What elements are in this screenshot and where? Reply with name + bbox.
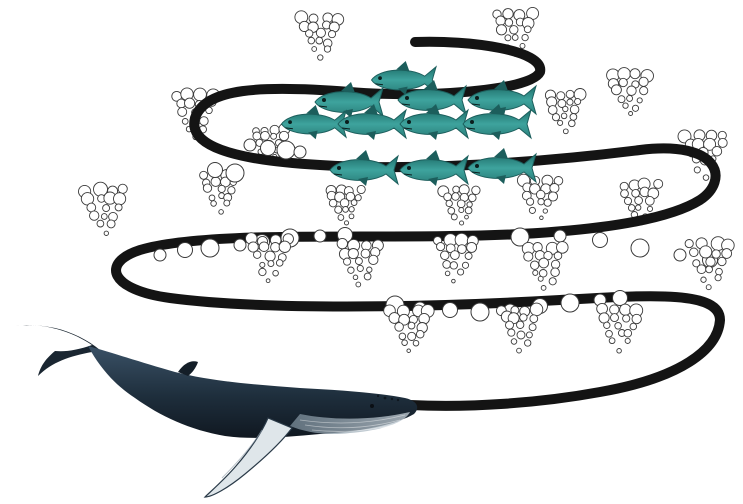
bubble-cluster-icon xyxy=(337,238,383,286)
bubble-icon xyxy=(261,141,276,156)
bubble-cluster-icon xyxy=(497,303,543,353)
bubble-icon xyxy=(201,239,219,257)
bubble-icon xyxy=(234,239,246,251)
bubble-icon xyxy=(471,303,489,321)
bubble-icon xyxy=(244,139,256,151)
bubble-icon xyxy=(613,291,628,306)
bubble-cluster-icon xyxy=(295,11,344,60)
fish-icon xyxy=(330,150,398,186)
bubble-cluster-icon xyxy=(685,237,734,290)
bubble-icon xyxy=(178,243,193,258)
bubble-cluster-icon xyxy=(522,242,568,291)
bubble-icon xyxy=(294,146,306,158)
bubble-cluster-icon xyxy=(434,233,479,283)
whale-eye xyxy=(370,404,374,408)
bubble-icon xyxy=(631,239,649,257)
bubble-icon xyxy=(277,141,295,159)
bubble-icon xyxy=(208,163,223,178)
bubble-cluster-icon xyxy=(438,185,480,225)
bubble-cluster-icon xyxy=(517,174,562,219)
whale-tail-fluke-icon xyxy=(12,325,100,376)
bubble-cluster-icon xyxy=(79,182,128,235)
bubble-icon xyxy=(554,230,566,242)
fish-icon xyxy=(463,104,531,140)
bubble-icon xyxy=(154,249,166,261)
bubble-icon xyxy=(593,233,608,248)
bubble-icon xyxy=(226,164,244,182)
bubble-cluster-icon xyxy=(326,185,365,225)
humpback-whale-icon xyxy=(12,325,417,497)
fish-icon xyxy=(400,150,468,186)
bubble-icon xyxy=(561,294,579,312)
fish-icon xyxy=(400,104,468,140)
bubble-icon xyxy=(314,230,326,242)
bubble-cluster-icon xyxy=(597,303,643,353)
bubble-cluster-icon xyxy=(545,89,586,134)
bubble-cluster-icon xyxy=(384,305,434,353)
bubble-icon xyxy=(674,249,686,261)
bubble-icon xyxy=(443,303,458,318)
bubble-cluster-icon xyxy=(607,68,654,116)
